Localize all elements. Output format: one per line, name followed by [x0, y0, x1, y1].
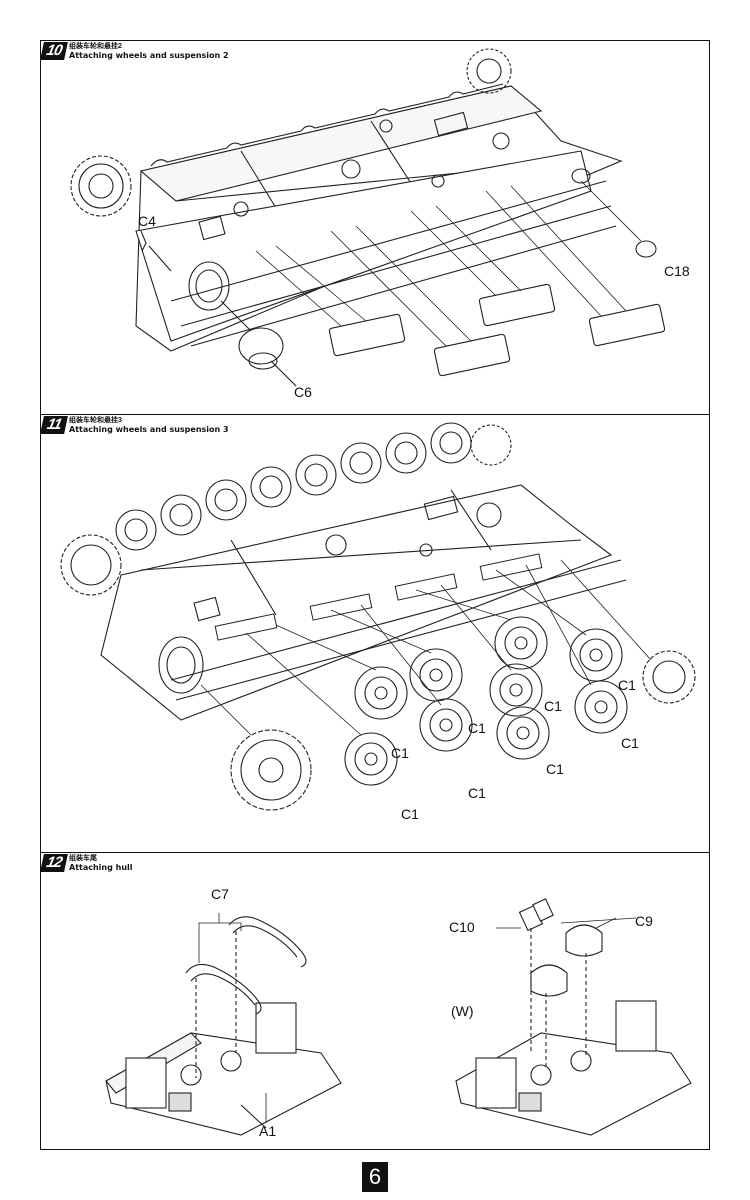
- step-10-title-en: Attaching wheels and suspension 2: [69, 51, 229, 60]
- step-12-title-en: Attaching hull: [69, 863, 133, 872]
- rear-hull-left: [105, 1002, 342, 1136]
- step-12-illustration: [105, 898, 692, 1136]
- step-11-title-cn: 组装车轮和悬挂3: [69, 417, 122, 424]
- mounted-road-wheels: [115, 422, 472, 551]
- part-label-c18: C18: [664, 263, 690, 279]
- step-12-number: 12: [41, 854, 68, 872]
- part-label-w: (W): [451, 1003, 474, 1019]
- part-label-c1: C1: [468, 785, 486, 801]
- step-12-header: 12 组装车尾 Attaching hull: [41, 853, 133, 873]
- part-label-c7: C7: [211, 886, 229, 902]
- loose-road-wheels: [344, 616, 628, 786]
- step-12-title-cn: 组装车尾: [69, 855, 97, 862]
- part-label-c1: C1: [621, 735, 639, 751]
- part-label-c10: C10: [449, 919, 475, 935]
- step-11-header: 11 组装车轮和悬挂3 Attaching wheels and suspens…: [41, 415, 229, 435]
- step-11-number: 11: [41, 416, 68, 434]
- exhaust-pipes-c7: [185, 916, 307, 1078]
- part-label-c1: C1: [618, 677, 636, 693]
- part-c10: [518, 898, 554, 1053]
- step-11-illustration: [60, 422, 696, 811]
- rear-hull-right: [455, 1000, 692, 1136]
- step-11-panel: 11 组装车轮和悬挂3 Attaching wheels and suspens…: [40, 414, 710, 853]
- step-10-header: 10 组装车轮和悬挂2 Attaching wheels and suspens…: [41, 41, 229, 61]
- part-label-c1: C1: [391, 745, 409, 761]
- page-number: 6: [362, 1162, 388, 1192]
- step-10-number: 10: [41, 42, 68, 60]
- part-label-c9: C9: [635, 913, 653, 929]
- suspension-arms: [328, 283, 666, 377]
- step-12-panel: 12 组装车尾 Attaching hull C7 A1 C10 C9 (W): [40, 852, 710, 1150]
- mufflers-c9: [530, 924, 603, 1068]
- part-label-c1: C1: [468, 720, 486, 736]
- step-10-panel: 10 组装车轮和悬挂2 Attaching wheels and suspens…: [40, 40, 710, 415]
- part-label-c1: C1: [544, 698, 562, 714]
- part-label-c1: C1: [546, 761, 564, 777]
- part-label-a1: A1: [259, 1123, 277, 1139]
- part-label-c1: C1: [401, 806, 419, 822]
- part-label-c6: C6: [294, 384, 312, 400]
- step-10-title-cn: 组装车轮和悬挂2: [69, 43, 122, 50]
- step-11-title-en: Attaching wheels and suspension 3: [69, 425, 229, 434]
- step-10-illustration: [70, 48, 666, 387]
- part-label-c4: C4: [138, 213, 156, 229]
